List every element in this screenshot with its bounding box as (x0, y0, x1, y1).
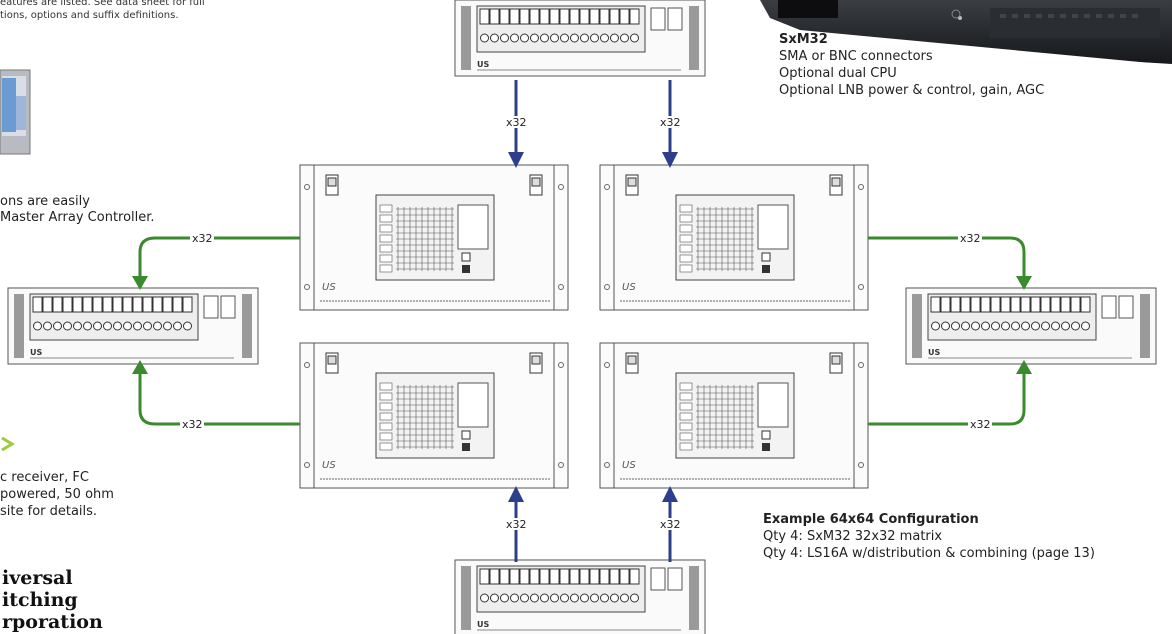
arrow-up-right (662, 486, 678, 502)
conn-sxm-tr-to-ls-right (868, 236, 1026, 280)
sxm32-title: SxM32 (779, 32, 828, 47)
sxm32-bottom-right (599, 342, 869, 489)
arrow-green-right-down (1016, 276, 1032, 290)
mac-note-line-2: Master Array Controller. (0, 210, 155, 225)
label-x32-bottom-right: x32 (660, 518, 681, 531)
receiver-note-line-1: c receiver, FC (0, 470, 89, 485)
sxm32-feature-1: SMA or BNC connectors (779, 49, 933, 64)
label-x32-right-lower: x32 (970, 418, 991, 431)
product-photo-left (0, 66, 32, 156)
label-x32-left-lower: x32 (182, 418, 203, 431)
ls16a-left (7, 287, 259, 365)
example-line-1: Qty 4: SxM32 32x32 matrix (763, 529, 943, 544)
example-title: Example 64x64 Configuration (763, 512, 979, 527)
receiver-note-line-2: powered, 50 ohm (0, 487, 114, 502)
company-logo-line-1: iversal (2, 567, 73, 589)
label-x32-bottom-left: x32 (506, 518, 527, 531)
arrow-down-left (508, 152, 524, 168)
sxm32-top-left (299, 164, 569, 311)
arrow-green-left-up (132, 360, 148, 374)
sxm32-bottom-left (299, 342, 569, 489)
top-note-line-2: tions, options and suffix definitions. (0, 10, 179, 21)
receiver-note-line-3: site for details. (0, 504, 98, 519)
label-x32-top-left: x32 (506, 116, 527, 129)
conn-sxm-br-to-ls-right (868, 372, 1026, 426)
ls16a-bottom (454, 559, 706, 634)
top-note-line-1: eatures are listed. See data sheet for f… (0, 0, 205, 8)
example-line-2: Qty 4: LS16A w/distribution & combining … (763, 546, 1095, 561)
company-logo-line-3: rporation (2, 611, 103, 633)
ls16a-badge-bottom: US (477, 620, 489, 629)
arrow-down-right (662, 152, 678, 168)
label-x32-top-right: x32 (660, 116, 681, 129)
chassis-badge-3: US (322, 460, 336, 471)
ls16a-badge-left: US (30, 348, 42, 357)
sxm32-feature-3: Optional LNB power & control, gain, AGC (779, 83, 1045, 98)
ls16a-top (454, 0, 706, 77)
green-logo-fragment (0, 436, 16, 456)
sxm32-top-right (599, 164, 869, 311)
ls16a-badge-top: US (477, 60, 489, 69)
arrow-up-left (508, 486, 524, 502)
arrow-green-left-down (132, 276, 148, 290)
conn-sxm-tl-to-ls-left (138, 236, 300, 280)
ls16a-badge-right: US (928, 348, 940, 357)
sxm32-feature-2: Optional dual CPU (779, 66, 897, 81)
label-x32-left-upper: x32 (192, 232, 213, 245)
company-logo-line-2: itching (2, 589, 78, 611)
chassis-badge-1: US (322, 282, 336, 293)
mac-note-line-1: ons are easily (0, 194, 90, 209)
ls16a-right (905, 287, 1157, 365)
chassis-badge-4: US (622, 460, 636, 471)
conn-sxm-bl-to-ls-left (138, 372, 300, 426)
chassis-badge-2: US (622, 282, 636, 293)
sxm32-photo (760, 0, 1172, 64)
label-x32-right-upper: x32 (960, 232, 981, 245)
arrow-green-right-up (1016, 360, 1032, 374)
